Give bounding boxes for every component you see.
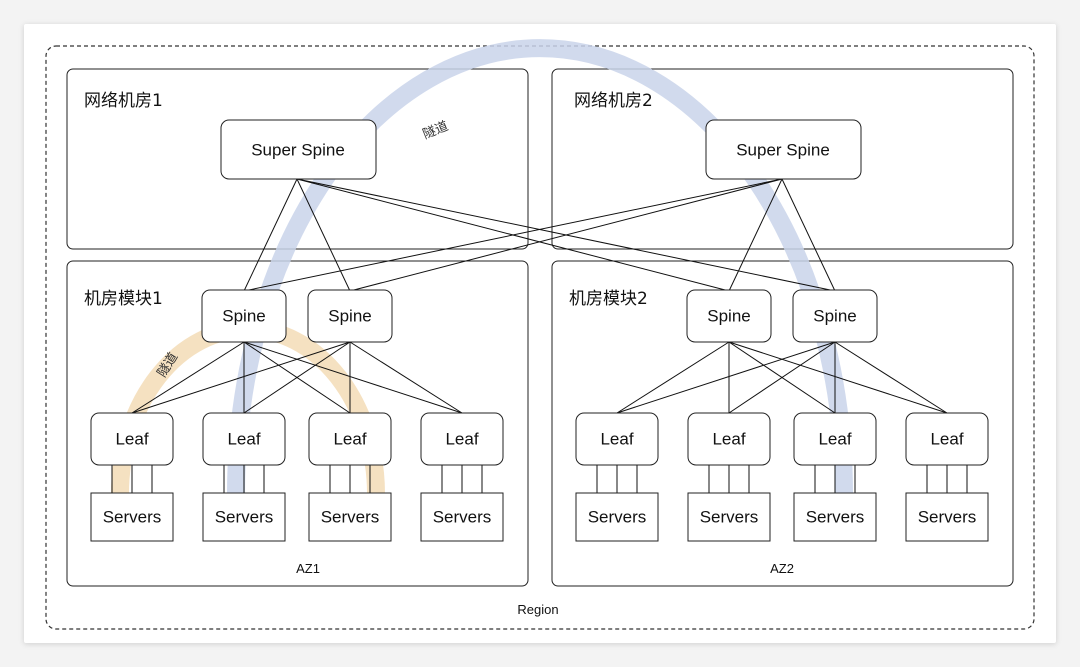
servers-label: Servers bbox=[215, 508, 274, 527]
servers-node: Servers bbox=[202, 492, 286, 542]
servers-label: Servers bbox=[806, 508, 865, 527]
super-spine-1-label: Super Spine bbox=[251, 141, 345, 160]
leaf-node: Leaf bbox=[90, 412, 174, 466]
spine-node: Spine bbox=[686, 289, 772, 343]
leaf-label: Leaf bbox=[333, 430, 366, 449]
servers-label: Servers bbox=[700, 508, 759, 527]
servers-node: Servers bbox=[420, 492, 504, 542]
spine-node: Spine bbox=[792, 289, 878, 343]
servers-node: Servers bbox=[793, 492, 877, 542]
spine-label: Spine bbox=[707, 307, 750, 326]
leaf-node: Leaf bbox=[202, 412, 286, 466]
servers-node: Servers bbox=[687, 492, 771, 542]
leaf-node: Leaf bbox=[308, 412, 392, 466]
network-room-1-title: 网络机房1 bbox=[84, 91, 163, 111]
leaf-label: Leaf bbox=[930, 430, 963, 449]
leaf-label: Leaf bbox=[818, 430, 851, 449]
leaf-label: Leaf bbox=[227, 430, 260, 449]
diagram-canvas: 网络机房1 网络机房2 机房模块1 机房模块2 隧道 隧道 Super Spin… bbox=[24, 24, 1056, 643]
servers-label: Servers bbox=[103, 508, 162, 527]
servers-node: Servers bbox=[905, 492, 989, 542]
servers-label: Servers bbox=[321, 508, 380, 527]
network-diagram: 网络机房1 网络机房2 机房模块1 机房模块2 隧道 隧道 Super Spin… bbox=[45, 39, 1035, 630]
network-room-2-title: 网络机房2 bbox=[574, 91, 653, 111]
az1-label: AZ1 bbox=[296, 561, 320, 576]
leaf-node: Leaf bbox=[793, 412, 877, 466]
module-2-title: 机房模块2 bbox=[569, 289, 648, 309]
leaf-server-links bbox=[111, 465, 968, 493]
az2-label: AZ2 bbox=[770, 561, 794, 576]
leaf-label: Leaf bbox=[600, 430, 633, 449]
servers-label: Servers bbox=[588, 508, 647, 527]
leaf-node: Leaf bbox=[905, 412, 989, 466]
tunnel-arc-blue bbox=[227, 39, 853, 495]
leaf-node: Leaf bbox=[687, 412, 771, 466]
spine-label: Spine bbox=[328, 307, 371, 326]
spine-node: Spine bbox=[201, 289, 287, 343]
super-spine-links bbox=[243, 178, 836, 292]
servers-node: Servers bbox=[308, 492, 392, 542]
module-2-spine-leaf-links bbox=[616, 341, 948, 414]
servers-node: Servers bbox=[575, 492, 659, 542]
spine-label: Spine bbox=[813, 307, 856, 326]
servers-node: Servers bbox=[90, 492, 174, 542]
super-spine-1: Super Spine bbox=[220, 119, 377, 180]
leaf-label: Leaf bbox=[712, 430, 745, 449]
module-1-spine-leaf-links bbox=[131, 341, 463, 414]
super-spine-2: Super Spine bbox=[705, 119, 862, 180]
super-spine-2-label: Super Spine bbox=[736, 141, 830, 160]
module-2-box bbox=[551, 260, 1014, 587]
spine-label: Spine bbox=[222, 307, 265, 326]
leaf-node: Leaf bbox=[420, 412, 504, 466]
leaf-label: Leaf bbox=[115, 430, 148, 449]
servers-label: Servers bbox=[918, 508, 977, 527]
spine-node: Spine bbox=[307, 289, 393, 343]
servers-label: Servers bbox=[433, 508, 492, 527]
leaf-node: Leaf bbox=[575, 412, 659, 466]
leaf-label: Leaf bbox=[445, 430, 478, 449]
module-1-title: 机房模块1 bbox=[84, 289, 163, 309]
region-label: Region bbox=[517, 602, 558, 617]
